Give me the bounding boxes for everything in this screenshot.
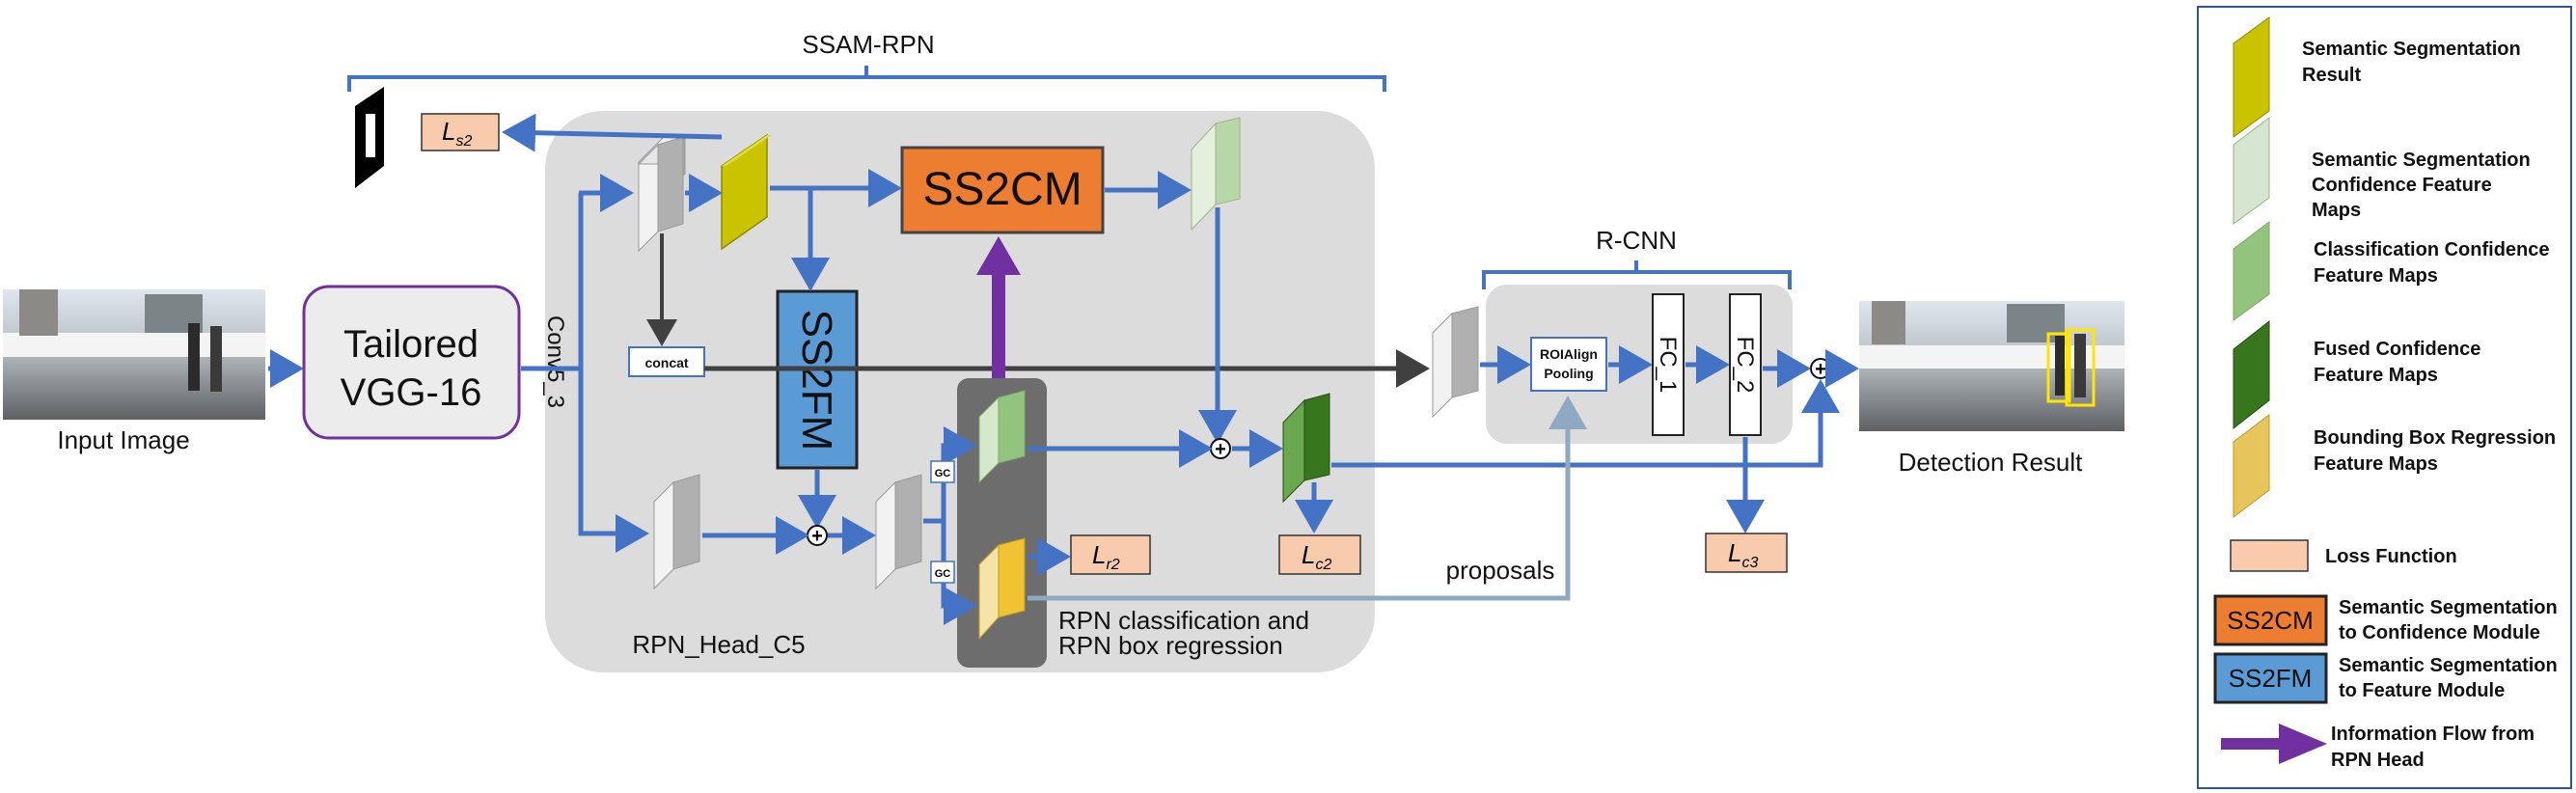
feature-map-gray-top-full: [637, 136, 685, 253]
legend-cls-conf-2: Feature Maps: [2314, 265, 2438, 287]
legend-ss2fm-swatch: [2213, 652, 2328, 704]
roi-box: [1530, 337, 1607, 392]
legend-ss2fm-tag: SS2FM: [2229, 664, 2313, 693]
vgg-line1: Tailored: [343, 323, 479, 366]
input-image: [3, 289, 265, 420]
legend-ss2cm-2: to Confidence Module: [2339, 622, 2540, 643]
proposals-label: proposals: [1446, 556, 1555, 585]
feature-map-gray-mid: [875, 474, 922, 590]
arrow-proposals: [1028, 396, 1587, 601]
seg-result-map-side: [722, 135, 772, 166]
legend-seg-conf-3: Maps: [2312, 200, 2361, 221]
ss2cm-box: [900, 146, 1105, 234]
plus-node-2-sign: +: [1215, 439, 1226, 460]
legend-fused-2: Feature Maps: [2314, 365, 2438, 386]
legend-cls-conf-1: Classification Confidence: [2314, 239, 2550, 260]
legend-loss-swatch: [2230, 539, 2309, 572]
rpn-cls-line2: RPN box regression: [1058, 631, 1283, 660]
legend-seg-result-1: Semantic Segmentation: [2302, 39, 2521, 60]
ssam-rpn-brace: [347, 66, 1386, 92]
legend-seg-result-swatch: [2233, 16, 2270, 138]
legend-ss2fm-2: to Feature Module: [2339, 680, 2505, 701]
legend-seg-conf-2: Confidence Feature: [2312, 175, 2492, 196]
rpn-head-label: RPN_Head_C5: [632, 630, 805, 659]
legend-seg-conf-swatch: [2233, 116, 2270, 225]
legend-ss2cm-1: Semantic Segmentation: [2339, 597, 2558, 618]
gc-label-top: GC: [935, 468, 951, 479]
legend-info-2: RPN Head: [2331, 750, 2425, 771]
legend-bbox-swatch: [2233, 413, 2270, 519]
legend-bbox-2: Feature Maps: [2314, 453, 2438, 475]
legend-ss2cm-tag: SS2CM: [2227, 606, 2314, 635]
legend-cls-conf-swatch: [2233, 220, 2270, 321]
legend-seg-conf-1: Semantic Segmentation: [2312, 150, 2531, 171]
ss2fm-box: [776, 289, 859, 470]
loss-ls2-box: [421, 113, 500, 151]
concat-box: [628, 346, 705, 377]
seg-result-map: [721, 133, 768, 251]
concat-label: concat: [644, 355, 688, 370]
detection-result-label: Detection Result: [1899, 448, 2084, 477]
vgg-box: [302, 285, 521, 440]
loss-lc2: Lc2: [1302, 540, 1331, 573]
detection-result-image: [1859, 301, 2124, 431]
bbox-map-front: [998, 537, 1026, 618]
rcnn-brace: [1482, 260, 1792, 289]
feature-map-gray-bottom: [653, 474, 700, 590]
legend-info-1: Information Flow from: [2331, 724, 2535, 745]
ss2cm-label: SS2CM: [922, 164, 1082, 215]
cls-conf-map-front: [998, 390, 1026, 464]
vgg-line2: VGG-16: [341, 371, 482, 414]
loss-lr2-box: [1070, 534, 1151, 575]
feature-map-gray-rcnn: [1432, 306, 1479, 419]
gc-box-top: [930, 460, 955, 483]
roi-line2: Pooling: [1544, 366, 1593, 381]
fc1-label: FC_1: [1655, 337, 1681, 394]
legend-ss2cm-swatch: [2213, 594, 2328, 646]
rcnn-title: R-CNN: [1596, 226, 1677, 255]
ss2fm-label: SS2FM: [793, 310, 840, 451]
loss-lr2: Lr2: [1092, 540, 1120, 573]
arrow-to-bbox-map: [941, 521, 977, 625]
loss-lc3: Lc3: [1728, 538, 1758, 571]
legend-ss2fm-1: Semantic Segmentation: [2339, 655, 2558, 676]
legend-loss-label: Loss Function: [2325, 546, 2457, 567]
conv5-label: Conv5_3: [542, 315, 568, 408]
loss-ls2: Ls2: [442, 117, 472, 150]
fc2-label: FC_2: [1732, 337, 1758, 394]
arrow-to-cls-map: [923, 426, 977, 524]
arrow-seg-to-ls2: [502, 113, 723, 152]
legend-info-arrowhead: [2279, 724, 2327, 764]
loss-lc3-box: [1705, 533, 1788, 573]
gc-label-bottom: GC: [935, 568, 951, 580]
purple-info-arrowhead: [976, 236, 1021, 275]
arrow-fused-to-output: [1331, 379, 1840, 468]
legend-fused-swatch: [2233, 319, 2270, 430]
plus-node-3-sign: +: [1815, 359, 1826, 380]
legend-bbox-1: Bounding Box Regression: [2314, 427, 2556, 449]
plus-node-1-sign: +: [811, 526, 823, 547]
seg-mask-image: [355, 87, 384, 188]
roi-line1: ROIAlign: [1540, 346, 1598, 362]
rpn-cls-line1: RPN classification and: [1058, 606, 1309, 635]
ssam-rpn-title: SSAM-RPN: [802, 30, 934, 59]
fc1-box: [1652, 293, 1685, 436]
legend-fused-1: Fused Confidence: [2314, 339, 2480, 360]
loss-lc2-box: [1278, 534, 1361, 575]
gc-box-bottom: [930, 561, 955, 584]
input-image-label: Input Image: [57, 425, 189, 454]
seg-conf-map-front: [1215, 117, 1241, 205]
legend-seg-result-2: Result: [2302, 65, 2361, 86]
fused-conf-map-front: [1303, 393, 1330, 481]
fc2-box: [1729, 293, 1762, 436]
